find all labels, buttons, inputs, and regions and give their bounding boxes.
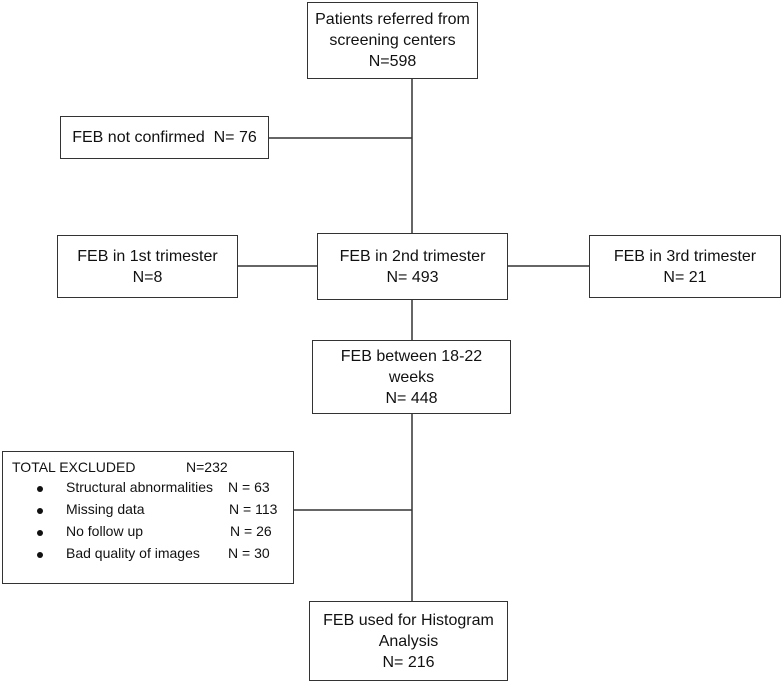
box-line: N= 21	[663, 268, 707, 286]
box-second-trimester: FEB in 2nd trimester N= 493	[317, 233, 508, 300]
box-line: FEB in 1st trimester	[77, 247, 218, 265]
box-line: screening centers	[329, 32, 456, 49]
excluded-item-label: Bad quality of images	[66, 545, 200, 561]
excluded-item: Structural abnormalities N = 63	[3, 479, 293, 499]
excluded-item: Bad quality of images N = 30	[3, 545, 293, 565]
box-line: Analysis	[378, 632, 439, 650]
box-line: FEB in 2nd trimester	[339, 247, 486, 265]
box-line: FEB between 18-22	[340, 347, 483, 365]
box-line: N=598	[368, 53, 417, 70]
excluded-item-count: N = 63	[228, 479, 270, 495]
bullet-icon	[37, 530, 43, 536]
excluded-item: Missing data N = 113	[3, 501, 293, 521]
box-line: Patients referred from	[315, 11, 470, 28]
excluded-title: TOTAL EXCLUDED	[12, 459, 136, 475]
box-line: FEB in 3rd trimester	[613, 247, 757, 265]
excluded-item: No follow up N = 26	[3, 523, 293, 543]
bullet-icon	[37, 552, 43, 558]
excluded-item-count: N = 113	[229, 501, 278, 517]
box-line: N= 216	[382, 653, 435, 671]
excluded-item-count: N = 26	[230, 523, 272, 539]
box-third-trimester: FEB in 3rd trimester N= 21	[589, 235, 781, 298]
excluded-item-label: No follow up	[66, 523, 144, 539]
excluded-item-label: Missing data	[66, 501, 145, 517]
bullet-icon	[37, 486, 43, 492]
box-feb-18-22-weeks: FEB between 18-22 weeks N= 448	[312, 340, 511, 414]
box-line: N= 493	[386, 268, 439, 286]
excluded-item-label: Structural abnormalities	[66, 479, 214, 495]
box-feb-not-confirmed: FEB not confirmed N= 76	[60, 116, 269, 159]
box-line: N=8	[132, 268, 163, 286]
box-line: N= 448	[385, 389, 438, 407]
excluded-total: N=232	[186, 459, 228, 475]
box-line: FEB not confirmed N= 76	[72, 129, 257, 146]
box-total-excluded: TOTAL EXCLUDED N=232 Structural abnormal…	[2, 451, 294, 584]
box-first-trimester: FEB in 1st trimester N=8	[57, 235, 238, 298]
box-histogram-analysis: FEB used for Histogram Analysis N= 216	[309, 601, 508, 681]
box-line: weeks	[388, 368, 435, 386]
bullet-icon	[37, 508, 43, 514]
box-patients-referred: Patients referred from screening centers…	[307, 2, 478, 79]
excluded-item-count: N = 30	[228, 545, 270, 561]
box-line: FEB used for Histogram	[323, 611, 494, 629]
